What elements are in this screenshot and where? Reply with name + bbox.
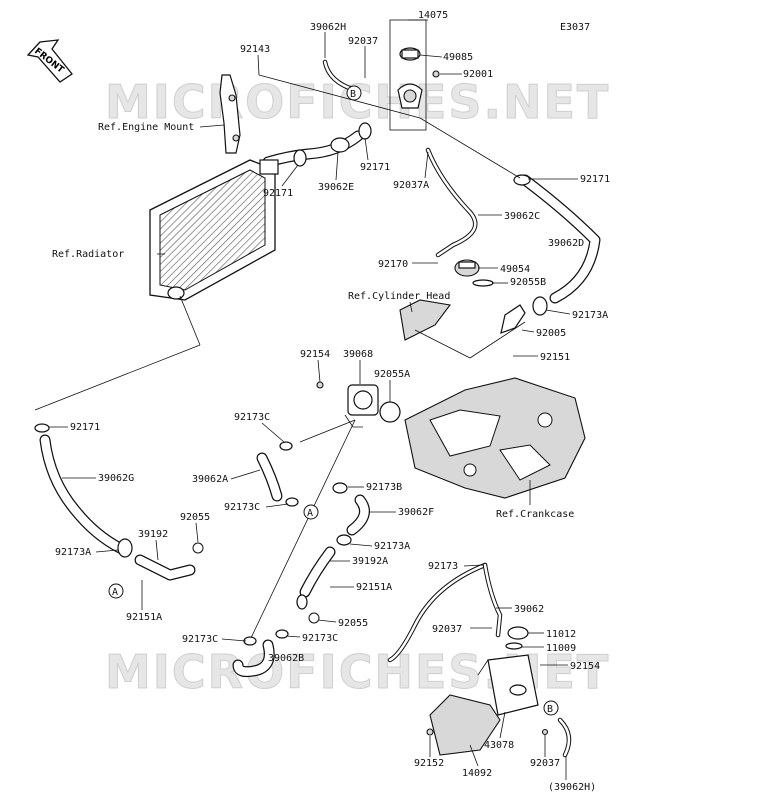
label-39062G: 39062G	[98, 473, 134, 484]
label-43078: 43078	[484, 740, 514, 751]
label-92143: 92143	[240, 44, 270, 55]
pipe-39192	[134, 554, 196, 581]
label-92055-mid: 92055	[338, 618, 368, 629]
label-92001: 92001	[463, 69, 493, 80]
ref-engine-mount: Ref.Engine Mount	[98, 122, 194, 133]
label-92037: 92037	[348, 36, 378, 47]
label-92171-a: 92171	[360, 162, 390, 173]
callout-b-bottom: B	[543, 700, 559, 716]
label-39062E: 39062E	[318, 182, 354, 193]
ref-crankcase: Ref.Crankcase	[496, 509, 574, 520]
oil-cooler	[344, 384, 379, 428]
label-92037-tank: 92037	[432, 624, 462, 635]
label-92151A-mid: 92151A	[356, 582, 392, 593]
label-39062F: 39062F	[398, 507, 434, 518]
tank-bracket-14092	[429, 694, 501, 756]
label-39192: 39192	[138, 529, 168, 540]
label-92055A: 92055A	[374, 369, 410, 380]
label-11012: 11012	[546, 629, 576, 640]
label-39068: 39068	[343, 349, 373, 360]
radiator	[149, 159, 279, 301]
label-92173C-d: 92173C	[302, 633, 338, 644]
label-92005: 92005	[536, 328, 566, 339]
watermark-top: MICROFICHES.NET	[105, 75, 610, 129]
label-92170: 92170	[378, 259, 408, 270]
label-92037-lower: 92037	[530, 758, 560, 769]
part-labels: 14075 39062H 92037 49085 92001 92143 Ref…	[49, 10, 610, 793]
label-39192A: 39192A	[352, 556, 388, 567]
thermostat-housing	[389, 19, 440, 131]
callout-b-top: B	[346, 85, 362, 101]
label-49054: 49054	[500, 264, 530, 275]
label-39062C: 39062C	[504, 211, 540, 222]
label-92154-tank: 92154	[570, 661, 600, 672]
label-39062D: 39062D	[548, 238, 584, 249]
label-14092: 14092	[462, 768, 492, 779]
reserve-tank	[477, 654, 539, 716]
label-39062B: 39062B	[268, 653, 304, 664]
engine-mount-bracket	[219, 74, 241, 154]
label-92173A-mid: 92173A	[374, 541, 410, 552]
label-92173: 92173	[428, 561, 458, 572]
front-arrow-icon: FRONT	[26, 39, 73, 83]
label-92171-b: 92171	[263, 188, 293, 199]
label-92037A: 92037A	[393, 180, 429, 191]
svg-text:B: B	[350, 89, 356, 100]
crankcase	[404, 377, 586, 499]
label-49085: 49085	[443, 52, 473, 63]
label-39062H: 39062H	[310, 22, 346, 33]
diagram-code: E3037	[560, 22, 590, 33]
label-39062H-ref: (39062H)	[548, 782, 596, 793]
label-92173A-left: 92173A	[55, 547, 91, 558]
label-39062: 39062	[514, 604, 544, 615]
tank-cap	[505, 626, 529, 650]
label-92173C-c: 92173C	[182, 634, 218, 645]
label-92151: 92151	[540, 352, 570, 363]
label-92055B: 92055B	[510, 277, 546, 288]
label-92173B: 92173B	[366, 482, 402, 493]
cap-49054	[454, 259, 480, 277]
label-92173C-a: 92173C	[234, 412, 270, 423]
callout-a-left: A	[108, 583, 124, 599]
label-39062A: 39062A	[192, 474, 228, 485]
label-92055-left: 92055	[180, 512, 210, 523]
ref-cylinder-head: Ref.Cylinder Head	[348, 291, 450, 302]
label-92173A-top: 92173A	[572, 310, 608, 321]
label-92171-d: 92171	[70, 422, 100, 433]
callout-a-mid: A	[303, 504, 319, 520]
label-11009: 11009	[546, 643, 576, 654]
label-92152: 92152	[414, 758, 444, 769]
label-14075: 14075	[418, 10, 448, 21]
svg-text:B: B	[547, 704, 553, 715]
cylinder-head	[399, 299, 526, 341]
label-92173C-b: 92173C	[224, 502, 260, 513]
svg-text:A: A	[307, 508, 313, 519]
ref-radiator: Ref.Radiator	[52, 249, 124, 260]
label-92154-top: 92154	[300, 349, 330, 360]
label-92151A-left: 92151A	[126, 612, 162, 623]
svg-text:A: A	[112, 587, 118, 598]
label-92171-c: 92171	[580, 174, 610, 185]
